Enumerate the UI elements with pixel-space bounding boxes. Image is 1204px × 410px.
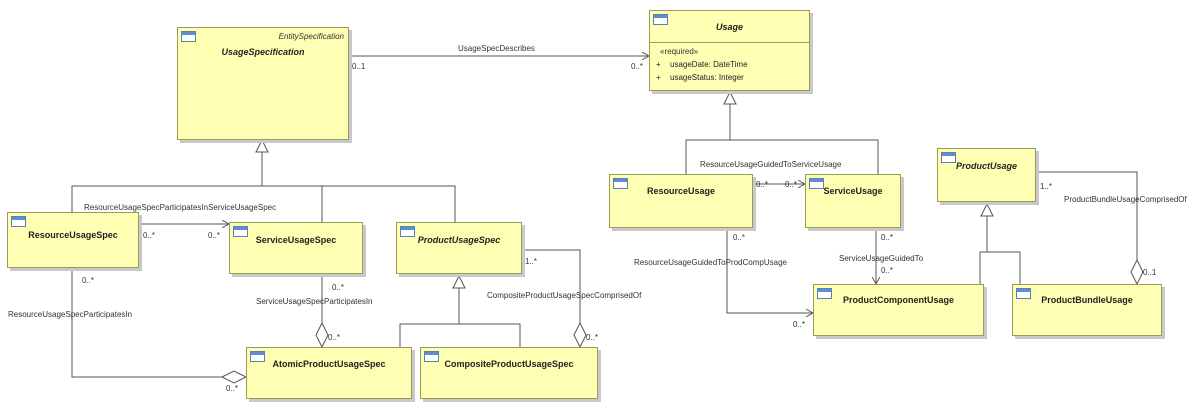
class-resource-usage[interactable]: ResourceUsage bbox=[609, 174, 753, 228]
class-name: CompositeProductUsageSpec bbox=[444, 359, 574, 369]
class-name: ProductBundleUsage bbox=[1041, 295, 1133, 305]
generalization-productusagespec-tree bbox=[399, 288, 521, 347]
class-icon bbox=[613, 178, 628, 189]
class-product-bundle-usage[interactable]: ProductBundleUsage bbox=[1012, 284, 1162, 336]
assoc-label-resource-spec-participates: ResourceUsageSpecParticipatesIn bbox=[8, 310, 133, 319]
class-icon bbox=[941, 152, 956, 163]
class-product-usage[interactable]: ProductUsage bbox=[937, 148, 1036, 202]
attribute-usage-status: +usageStatus: Integer bbox=[656, 73, 744, 82]
multiplicity-label: 0..* bbox=[793, 320, 806, 329]
class-icon bbox=[424, 351, 439, 362]
class-service-usage[interactable]: ServiceUsage bbox=[805, 174, 901, 228]
class-usage[interactable]: Usage «required» +usageDate: DateTime +u… bbox=[649, 10, 810, 91]
class-name: AtomicProductUsageSpec bbox=[272, 359, 386, 369]
class-separator bbox=[650, 42, 809, 43]
multiplicity-label: 0..* bbox=[881, 233, 894, 242]
class-icon bbox=[11, 216, 26, 227]
multiplicity-label: 0..* bbox=[328, 333, 341, 342]
stereotype-label: EntitySpecification bbox=[278, 32, 344, 41]
generalization-triangle-usagespec bbox=[255, 138, 269, 153]
multiplicity-label: 0..* bbox=[756, 180, 769, 189]
multiplicity-label: 1..* bbox=[525, 257, 538, 266]
assoc-resource-spec-participates bbox=[72, 270, 222, 378]
class-service-usage-spec[interactable]: ServiceUsageSpec bbox=[229, 222, 363, 274]
attribute-usage-date: +usageDate: DateTime bbox=[656, 60, 748, 69]
multiplicity-label: 0..* bbox=[82, 276, 95, 285]
assoc-label-composite-comprised-of: CompositeProductUsageSpecComprisedOf bbox=[487, 291, 642, 300]
assoc-label-resource-guided-to-prodcomp: ResourceUsageGuidedToProdCompUsage bbox=[634, 258, 787, 267]
required-label: «required» bbox=[660, 47, 699, 56]
aggregation-diamond-bundle bbox=[1130, 258, 1144, 286]
class-name: UsageSpecification bbox=[221, 47, 305, 57]
class-composite-product-usage-spec[interactable]: CompositeProductUsageSpec bbox=[420, 347, 598, 399]
generalization-usagespec-tree bbox=[71, 152, 456, 222]
multiplicity-label: 0..* bbox=[733, 233, 746, 242]
multiplicity-label: 0..* bbox=[143, 231, 156, 240]
class-name: ProductUsage bbox=[955, 161, 1017, 171]
aggregation-diamond-composite bbox=[573, 321, 587, 349]
class-name: ResourceUsage bbox=[646, 186, 716, 196]
class-name: Usage bbox=[715, 22, 743, 32]
generalization-productusage-tree bbox=[979, 216, 1021, 284]
assoc-label-service-spec-participates: ServiceUsageSpecParticipatesIn bbox=[256, 297, 373, 306]
class-resource-usage-spec[interactable]: ResourceUsageSpec bbox=[7, 212, 139, 268]
generalization-triangle-productusagespec bbox=[452, 274, 466, 289]
multiplicity-label: 0..* bbox=[226, 384, 239, 393]
class-icon bbox=[817, 288, 832, 299]
class-name: ProductComponentUsage bbox=[842, 295, 954, 305]
aggregation-diamond-service bbox=[315, 321, 329, 349]
assoc-label-resource-guided-to-service: ResourceUsageGuidedToServiceUsage bbox=[700, 160, 842, 169]
class-name: ProductUsageSpec bbox=[417, 235, 501, 245]
multiplicity-label: 0..* bbox=[631, 62, 644, 71]
class-name: ResourceUsageSpec bbox=[28, 230, 118, 240]
assoc-label-bundle-comprised-of: ProductBundleUsageComprisedOf bbox=[1064, 195, 1187, 204]
multiplicity-label: 0..* bbox=[586, 333, 599, 342]
generalization-triangle-usage bbox=[723, 90, 737, 105]
class-icon bbox=[809, 178, 824, 189]
class-icon bbox=[181, 31, 196, 42]
assoc-resource-prodcomp-usage bbox=[727, 228, 813, 313]
class-icon bbox=[653, 14, 668, 25]
multiplicity-label: 0..* bbox=[785, 180, 798, 189]
class-name: ServiceUsage bbox=[823, 186, 883, 196]
multiplicity-label: 0..* bbox=[208, 231, 221, 240]
class-icon bbox=[233, 226, 248, 237]
class-name: ServiceUsageSpec bbox=[255, 235, 337, 245]
assoc-label-resource-in-service-spec: ResourceUsageSpecParticipatesInServiceUs… bbox=[84, 203, 277, 212]
class-icon bbox=[250, 351, 265, 362]
class-atomic-product-usage-spec[interactable]: AtomicProductUsageSpec bbox=[246, 347, 412, 399]
multiplicity-label: 0..* bbox=[332, 283, 345, 292]
multiplicity-label: 0..1 bbox=[1143, 268, 1157, 277]
generalization-triangle-productusage bbox=[980, 202, 994, 217]
class-product-component-usage[interactable]: ProductComponentUsage bbox=[813, 284, 984, 336]
assoc-bundle-comprised-of bbox=[1036, 172, 1138, 260]
class-icon bbox=[1016, 288, 1031, 299]
multiplicity-label: 0..* bbox=[881, 266, 894, 275]
assoc-label-service-guided-to: ServiceUsageGuidedTo bbox=[839, 254, 924, 263]
generalization-usage-tree bbox=[685, 104, 879, 174]
class-product-usage-spec[interactable]: ProductUsageSpec bbox=[396, 222, 522, 274]
multiplicity-label: 1..* bbox=[1040, 182, 1053, 191]
aggregation-diamond-resource bbox=[220, 370, 248, 384]
class-usage-specification[interactable]: EntitySpecification UsageSpecification bbox=[177, 27, 349, 140]
assoc-composite-comprised-of bbox=[522, 250, 581, 323]
multiplicity-label: 0..1 bbox=[352, 62, 366, 71]
class-icon bbox=[400, 226, 415, 237]
assoc-label-usagespecdescribes: UsageSpecDescribes bbox=[458, 44, 535, 53]
